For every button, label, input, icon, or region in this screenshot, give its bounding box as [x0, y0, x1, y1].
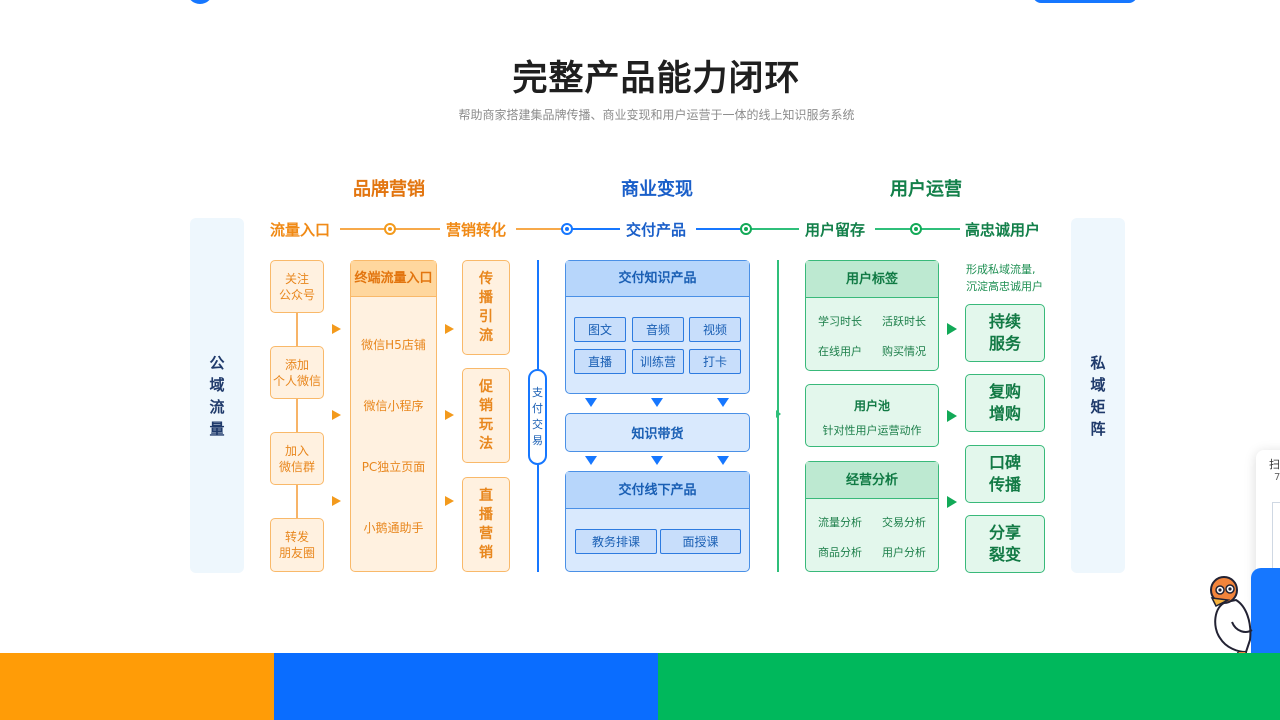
arrow-icon	[445, 324, 454, 334]
user-tags-panel: 用户标签	[805, 260, 939, 371]
payment-pill: 支付交易	[528, 369, 547, 465]
connector-line	[742, 228, 799, 230]
terminal-item-assistant: 小鹅通助手	[363, 521, 424, 535]
floating-qr-label: 扫	[1269, 458, 1280, 471]
floating-qr-sub: 7	[1274, 472, 1280, 483]
analysis-users: 用户分析	[882, 546, 926, 559]
connector-line	[516, 228, 561, 230]
arrow-down-icon	[651, 398, 663, 407]
arrow-icon	[445, 410, 454, 420]
private-matrix-label: 私域矩阵	[1090, 353, 1106, 438]
arrow-icon	[445, 496, 454, 506]
chip-audio: 音频	[632, 317, 684, 342]
arrow-down-icon	[585, 456, 597, 465]
stage-loyal-users: 高忠诚用户	[965, 221, 1041, 239]
user-pool-title: 用户池	[853, 399, 890, 413]
arrow-icon	[947, 410, 957, 422]
chip-scheduling: 教务排课	[575, 529, 657, 554]
tag-study-time: 学习时长	[818, 315, 862, 328]
arrow-down-icon	[717, 456, 729, 465]
page-subtitle: 帮助商家搭建集品牌传播、商业变现和用户运营于一体的线上知识服务系统	[458, 108, 855, 122]
private-matrix-panel: 私域矩阵	[1071, 218, 1125, 573]
arrow-icon	[332, 496, 341, 506]
outcome-share: 分享 裂变	[965, 515, 1045, 573]
payment-label: 支付交易	[532, 386, 543, 447]
progress-dot	[910, 223, 922, 235]
chip-camp: 训练营	[632, 349, 684, 374]
header-button[interactable]	[1033, 0, 1137, 3]
logo-dot	[187, 0, 213, 4]
stage-user-retention: 用户留存	[805, 221, 866, 239]
traffic-source-wechat-official: 关注 公众号	[270, 260, 324, 313]
analysis-trade: 交易分析	[882, 516, 926, 529]
arrow-icon	[947, 496, 957, 508]
chip-video: 视频	[689, 317, 741, 342]
conversion-promotion: 促销玩法	[462, 368, 510, 463]
band-blue	[274, 653, 658, 720]
biz-analysis-title: 经营分析	[806, 462, 938, 499]
user-pool-panel: 用户池 针对性用户运营动作	[805, 384, 939, 447]
chip-checkin: 打卡	[689, 349, 741, 374]
band-green	[658, 653, 1280, 720]
terminal-item-pc: PC独立页面	[361, 460, 426, 474]
terminal-item-miniprogram: 微信小程序	[363, 399, 424, 413]
tag-online-users: 在线用户	[818, 345, 862, 358]
tag-active-time: 活跃时长	[882, 315, 926, 328]
chip-live: 直播	[574, 349, 626, 374]
outcome-repurchase: 复购 增购	[965, 374, 1045, 432]
stage-deliver-product: 交付产品	[626, 221, 687, 239]
section-user-ops: 用户运营	[890, 179, 962, 200]
public-traffic-label: 公域流量	[209, 353, 225, 438]
connector-line	[561, 228, 620, 230]
public-traffic-panel: 公域流量	[190, 218, 244, 573]
arrow-down-icon	[585, 398, 597, 407]
stage-traffic-entry: 流量入口	[270, 221, 331, 239]
page-title: 完整产品能力闭环	[512, 59, 801, 99]
vertical-connector	[296, 300, 298, 540]
analysis-traffic: 流量分析	[818, 516, 862, 529]
outcome-word-of-mouth: 口碑 传播	[965, 445, 1045, 503]
traffic-source-personal-wechat: 添加 个人微信	[270, 346, 324, 399]
stage-marketing-convert: 营销转化	[446, 221, 507, 239]
terminal-item-h5: 微信H5店铺	[361, 338, 426, 352]
outcome-continuous-service: 持续 服务	[965, 304, 1045, 362]
mascot-goose-icon[interactable]	[1206, 572, 1266, 664]
biz-analysis-panel: 经营分析	[805, 461, 939, 572]
progress-dot	[561, 223, 573, 235]
arrow-icon	[776, 410, 781, 418]
band-orange	[0, 653, 274, 720]
private-note: 形成私域流量, 沉淀高忠诚用户	[966, 263, 1043, 293]
chip-article: 图文	[574, 317, 626, 342]
conversion-live: 直播营销	[462, 477, 510, 572]
section-brand: 品牌营销	[353, 179, 425, 200]
arrow-icon	[332, 324, 341, 334]
progress-dot	[740, 223, 752, 235]
user-tags-title: 用户标签	[806, 261, 938, 298]
offline-product-panel: 交付线下产品	[565, 471, 750, 572]
knowledge-product-title: 交付知识产品	[566, 261, 749, 297]
terminal-entry-panel: 终端流量入口 微信H5店铺 微信小程序 PC独立页面 小鹅通助手	[350, 260, 437, 572]
section-commerce: 商业变现	[621, 179, 693, 200]
conversion-spread: 传播引流	[462, 260, 510, 355]
arrow-down-icon	[717, 398, 729, 407]
chip-face-class: 面授课	[660, 529, 741, 554]
connector-line	[696, 228, 742, 230]
offline-product-title: 交付线下产品	[566, 472, 749, 509]
traffic-source-wechat-group: 加入 微信群	[270, 432, 324, 485]
user-pool-desc: 针对性用户运营动作	[822, 424, 922, 437]
traffic-source-moments: 转发 朋友圈	[270, 518, 324, 572]
analysis-goods: 商品分析	[818, 546, 862, 559]
knowledge-goods: 知识带货	[565, 413, 750, 452]
arrow-icon	[947, 323, 957, 335]
progress-dot	[384, 223, 396, 235]
arrow-icon	[332, 410, 341, 420]
terminal-entry-title: 终端流量入口	[351, 261, 436, 297]
tag-purchase: 购买情况	[882, 345, 926, 358]
arrow-down-icon	[651, 456, 663, 465]
